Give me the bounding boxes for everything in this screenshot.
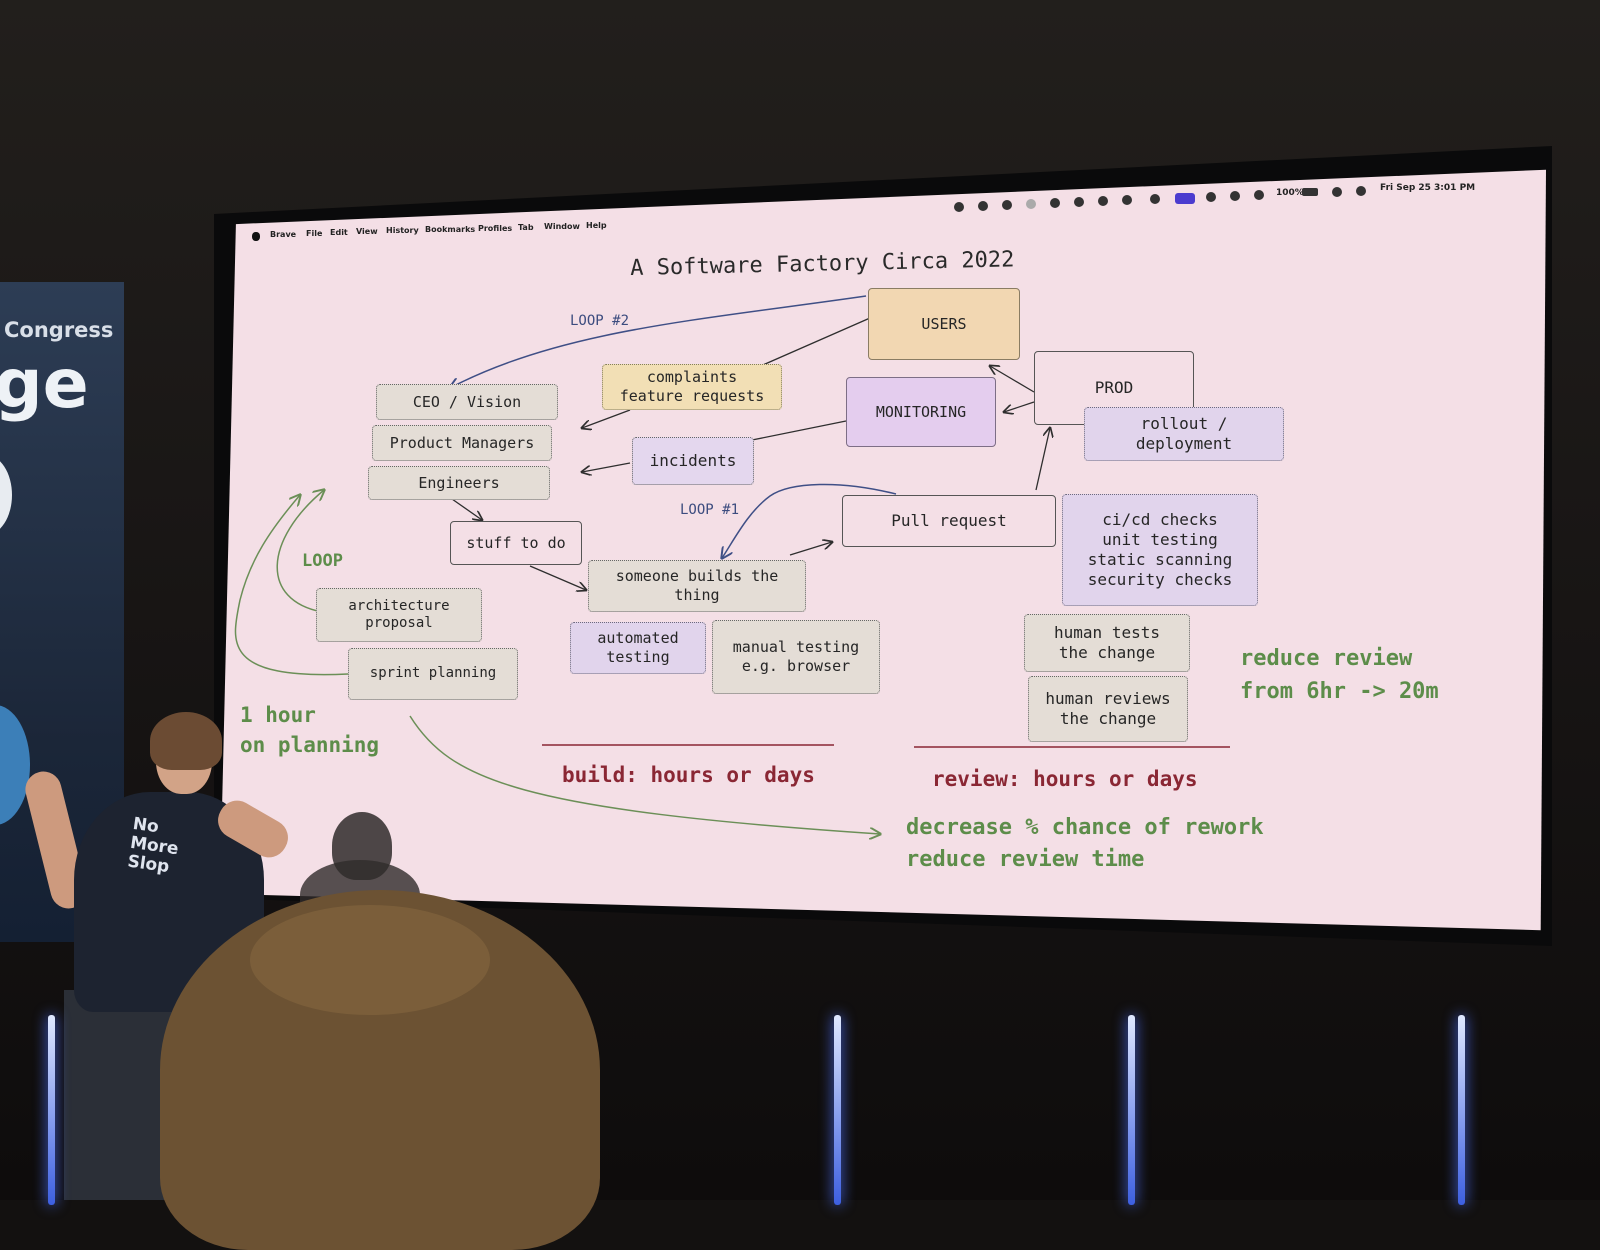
label-one-hour-planning: 1 hour on planning bbox=[240, 703, 380, 757]
node-monitoring: MONITORING bbox=[846, 377, 996, 447]
prod-users-arrow bbox=[990, 366, 1035, 393]
node-ceo-vision: CEO / Vision bbox=[376, 384, 558, 420]
label-loop-2: LOOP #2 bbox=[570, 313, 630, 329]
node-manual-testing: manual testing e.g. browser bbox=[712, 620, 880, 694]
battery-icon[interactable] bbox=[1302, 188, 1318, 196]
node-sprint-planning: sprint planning bbox=[348, 648, 518, 700]
node-pull-request: Pull request bbox=[842, 495, 1056, 547]
status-icon-10[interactable] bbox=[1206, 192, 1216, 202]
status-icon-6[interactable] bbox=[1074, 197, 1084, 207]
loop-arrow-inner bbox=[276, 490, 324, 613]
control-center-icon[interactable] bbox=[1356, 186, 1366, 196]
loop-arrow-outer bbox=[234, 495, 349, 676]
status-icon-5[interactable] bbox=[1050, 198, 1060, 208]
users-complaints-line bbox=[755, 317, 871, 369]
menu-clock: Fri Sep 25 3:01 PM bbox=[1380, 183, 1476, 193]
status-icon-7[interactable] bbox=[1098, 196, 1108, 206]
builds-pr-arrow bbox=[789, 542, 832, 556]
node-complaints: complaints feature requests bbox=[602, 364, 782, 410]
status-icon-9[interactable] bbox=[1150, 194, 1160, 204]
menu-bar: Brave File Edit View History Bookmarks P… bbox=[250, 170, 1540, 241]
status-icon-8[interactable] bbox=[1122, 195, 1132, 205]
loop2-arrow bbox=[450, 295, 867, 388]
menu-brave[interactable]: Brave bbox=[270, 230, 297, 239]
node-ci-cd-checks: ci/cd checks unit testing static scannin… bbox=[1062, 494, 1258, 606]
stage-light bbox=[1128, 1015, 1135, 1205]
search-icon[interactable] bbox=[1332, 187, 1342, 197]
loop1-arrow bbox=[722, 483, 897, 558]
stats-icon[interactable] bbox=[1254, 190, 1264, 200]
status-icon-4[interactable] bbox=[1026, 199, 1036, 209]
label-build-time: build: hours or days bbox=[562, 763, 815, 787]
engineers-stuff-arrow bbox=[451, 498, 482, 520]
stuff-builds-arrow bbox=[529, 565, 586, 590]
status-icon-1[interactable] bbox=[954, 202, 964, 212]
stage-light bbox=[834, 1015, 841, 1205]
status-icon-2[interactable] bbox=[978, 201, 988, 211]
audience-cap-highlight bbox=[250, 905, 490, 1015]
screen-mirroring-icon[interactable] bbox=[1175, 193, 1195, 204]
node-someone-builds: someone builds the thing bbox=[588, 560, 806, 612]
node-engineers: Engineers bbox=[368, 466, 550, 500]
wifi-icon[interactable] bbox=[1230, 191, 1240, 201]
label-loop: LOOP bbox=[302, 551, 343, 571]
battery-percentage: 100% bbox=[1276, 188, 1304, 198]
status-icon-3[interactable] bbox=[1002, 200, 1012, 210]
diagram-connectors bbox=[234, 295, 1230, 1200]
label-loop-1: LOOP #1 bbox=[680, 502, 740, 518]
menu-view[interactable]: View bbox=[356, 227, 378, 236]
incidents-arrow bbox=[582, 462, 631, 472]
stage-light bbox=[48, 1015, 55, 1205]
node-human-tests: human tests the change bbox=[1024, 614, 1190, 672]
pr-prod-arrow bbox=[1035, 428, 1050, 491]
label-decrease-rework: decrease % chance of rework reduce revie… bbox=[906, 815, 1264, 872]
node-stuff-to-do: stuff to do bbox=[450, 521, 582, 565]
node-rollout: rollout / deployment bbox=[1084, 407, 1284, 461]
label-review-time: review: hours or days bbox=[932, 767, 1198, 791]
node-users: USERS bbox=[868, 288, 1020, 360]
menu-profiles[interactable]: Profiles bbox=[478, 224, 513, 233]
complaints-arrow bbox=[582, 409, 631, 428]
monitoring-incidents-line bbox=[751, 420, 847, 441]
menu-window[interactable]: Window bbox=[544, 222, 580, 231]
node-human-reviews: human reviews the change bbox=[1028, 676, 1188, 742]
audience-head-silhouette bbox=[332, 812, 392, 880]
prod-monitoring-arrow bbox=[1004, 401, 1035, 412]
menu-history[interactable]: History bbox=[386, 226, 419, 235]
menu-tab[interactable]: Tab bbox=[518, 223, 534, 232]
node-architecture-proposal: architecture proposal bbox=[316, 588, 482, 642]
node-incidents: incidents bbox=[632, 437, 754, 485]
stage-light bbox=[1458, 1015, 1465, 1205]
apple-logo-icon[interactable] bbox=[252, 232, 260, 241]
node-automated-testing: automated testing bbox=[570, 622, 706, 674]
planning-outcome-arrow bbox=[409, 715, 880, 834]
label-reduce-review: reduce review from 6hr -> 20m bbox=[1240, 646, 1439, 704]
speaker-shirt-text: No More Slop bbox=[126, 813, 180, 878]
speaker-hair bbox=[150, 712, 222, 770]
banner-text-congress: Congress bbox=[4, 318, 114, 342]
banner-text-large: ge bbox=[0, 345, 89, 424]
menu-file[interactable]: File bbox=[306, 229, 323, 238]
menu-help[interactable]: Help bbox=[586, 221, 607, 230]
menu-bookmarks[interactable]: Bookmarks bbox=[425, 225, 476, 234]
menu-edit[interactable]: Edit bbox=[330, 228, 348, 237]
node-product-managers: Product Managers bbox=[372, 425, 552, 461]
